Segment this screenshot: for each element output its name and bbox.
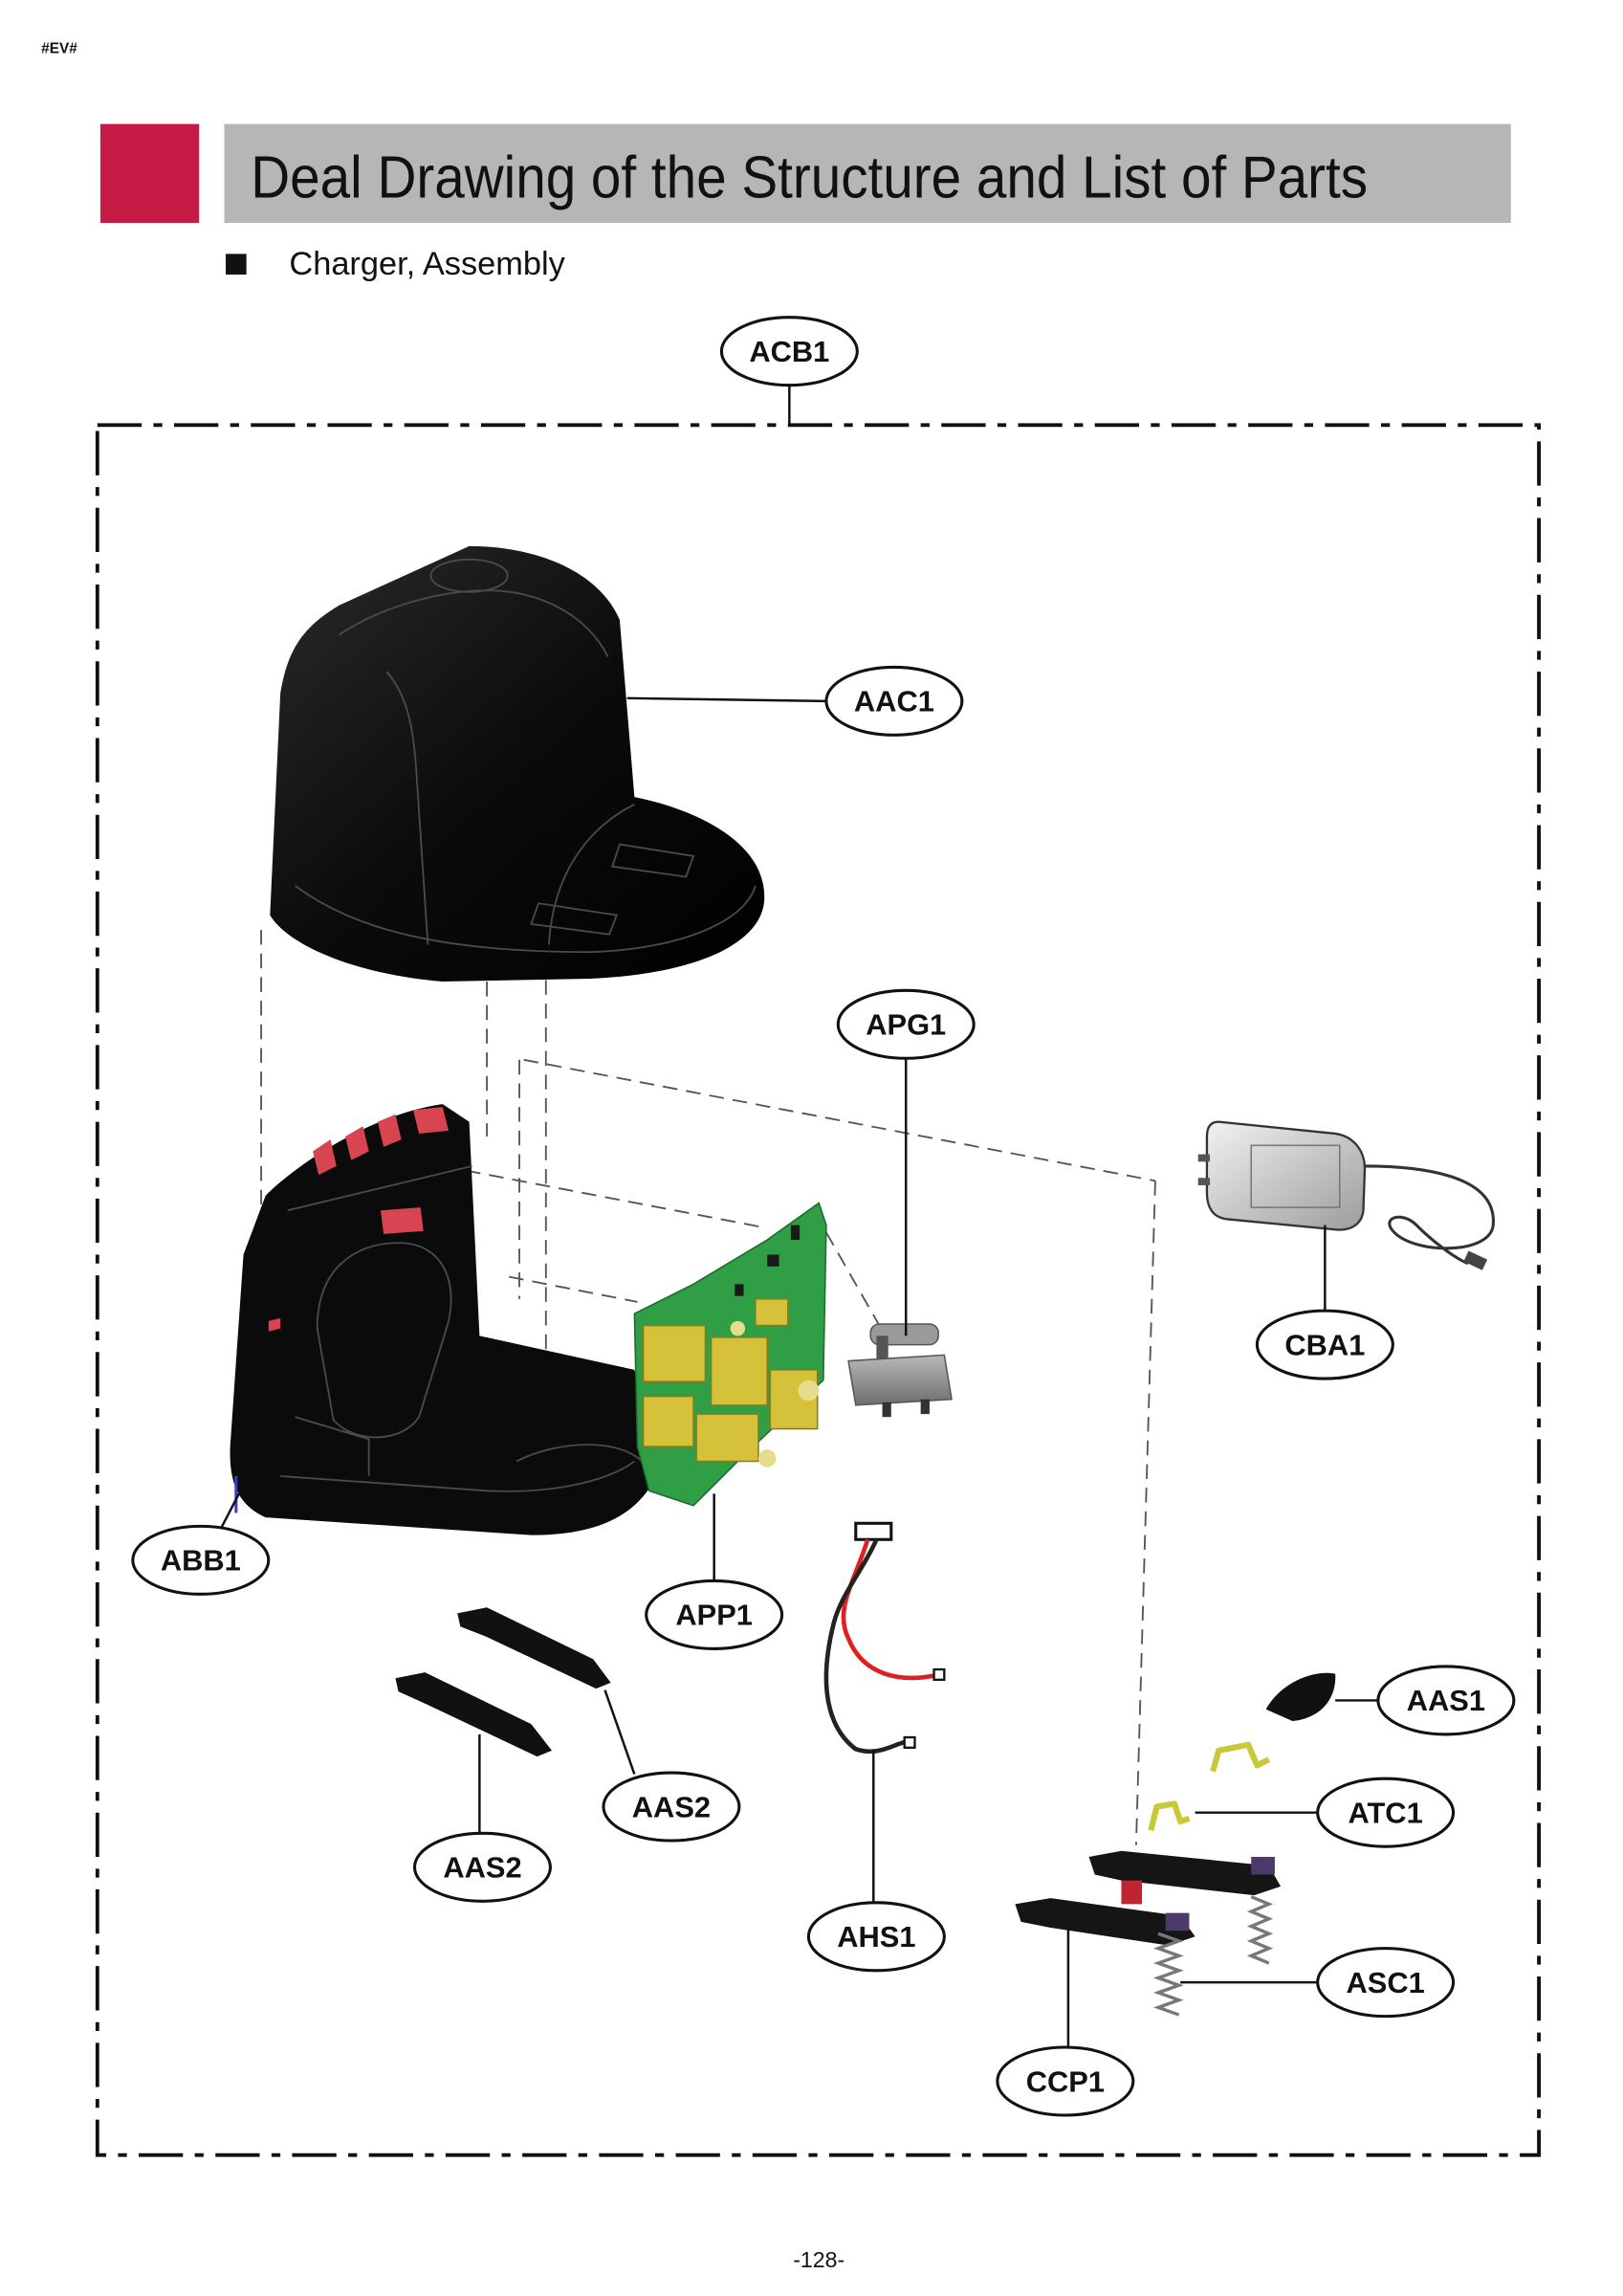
assembly-boundary (95, 423, 1541, 2157)
label-aas2-right: AAS2 (602, 1771, 741, 1843)
label-asc1-text: ASC1 (1346, 1966, 1424, 1999)
pcb-assembly (633, 1202, 827, 1507)
label-asc1: ASC1 (1316, 1947, 1456, 2019)
label-cba1-text: CBA1 (1284, 1328, 1365, 1361)
label-app1-text: APP1 (675, 1599, 753, 1632)
small-pad (1265, 1672, 1336, 1722)
label-abb1-text: ABB1 (161, 1544, 241, 1578)
label-acb1: ACB1 (719, 316, 859, 387)
label-app1: APP1 (645, 1578, 784, 1650)
leader-lines (220, 385, 1378, 2048)
label-aas2-right-text: AAS2 (632, 1790, 711, 1823)
label-aas1-text: AAS1 (1407, 1684, 1485, 1717)
section-subtitle: Charger, Assembly (289, 246, 565, 282)
page-number: -128- (793, 2247, 844, 2272)
base-red-contacts (268, 1107, 449, 1332)
label-ahs1: AHS1 (806, 1901, 946, 1973)
label-atc1-text: ATC1 (1348, 1796, 1422, 1829)
page-title: Deal Drawing of the Structure and List o… (251, 145, 1368, 211)
label-ccp1: CCP1 (996, 2045, 1135, 2117)
pcb-guide-bracket (847, 1323, 953, 1418)
contact-springs (1152, 1895, 1274, 2017)
label-cba1: CBA1 (1255, 1309, 1394, 1380)
label-ccp1-text: CCP1 (1026, 2064, 1105, 2098)
label-atc1: ATC1 (1316, 1777, 1456, 1848)
label-abb1: ABB1 (131, 1524, 271, 1596)
label-apg1-text: APG1 (866, 1008, 946, 1042)
terminal-clips (1148, 1741, 1271, 1831)
foot-pads (395, 1607, 611, 1757)
label-aas2-left-text: AAS2 (443, 1851, 521, 1885)
accent-square (99, 123, 200, 223)
document-code: #EV# (41, 41, 77, 57)
bullet-icon (226, 254, 247, 275)
label-aas1: AAS1 (1376, 1665, 1516, 1736)
label-apg1: APG1 (836, 988, 976, 1060)
title-bar (224, 123, 1511, 223)
charger-base (230, 1104, 657, 1535)
label-aac1: AAC1 (824, 665, 964, 737)
power-adapter (1197, 1120, 1495, 1270)
label-aas2-left: AAS2 (412, 1831, 552, 1903)
label-ahs1-text: AHS1 (837, 1920, 915, 1954)
wire-harness (823, 1521, 946, 1755)
charger-top-cover (270, 545, 765, 982)
terminal-holders (1015, 1850, 1282, 1946)
exploded-guide-lines (260, 649, 1156, 1845)
label-aac1-text: AAC1 (854, 685, 934, 718)
label-acb1-text: ACB1 (749, 335, 829, 368)
